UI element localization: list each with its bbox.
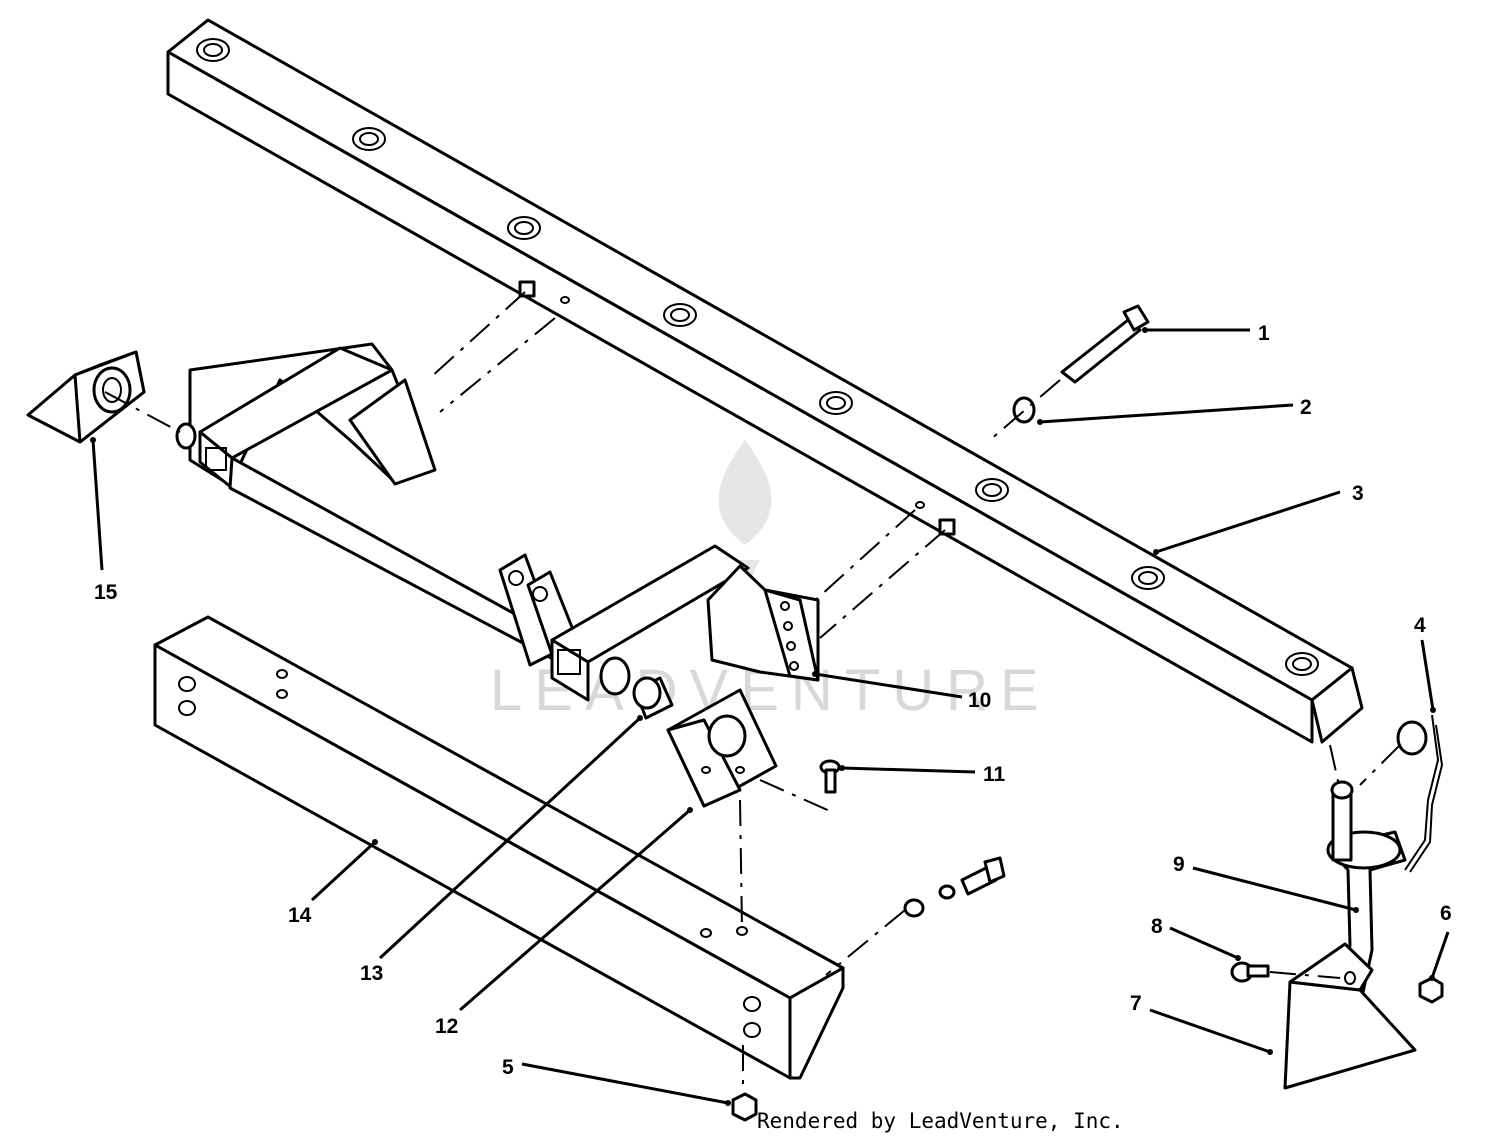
callout-14: 14 <box>288 904 312 927</box>
callout-5: 5 <box>502 1056 514 1079</box>
part-4-pin-with-chain <box>1330 714 1444 873</box>
part-11-bolt <box>819 759 841 794</box>
callout-15: 15 <box>94 581 118 604</box>
rendered-by-credit: Rendered by LeadVenture, Inc. <box>757 1109 1124 1133</box>
bolt-washer-assembly <box>903 856 1006 918</box>
part-14-angle-bar <box>153 615 845 1080</box>
part-15-bushing-plate <box>26 350 146 444</box>
callout-2: 2 <box>1300 396 1312 419</box>
part-3-toolbar <box>166 18 1364 744</box>
part-10-mount-frame <box>175 342 820 702</box>
callout-labels: 1 2 3 4 5 6 7 8 9 10 11 12 13 14 15 <box>94 322 1452 1079</box>
leader-lines <box>90 327 1450 1106</box>
part-1-bolt <box>1060 304 1150 384</box>
part-12-bushing-bracket <box>666 688 778 808</box>
callout-12: 12 <box>435 1015 458 1038</box>
part-7-sweep <box>1283 942 1417 1090</box>
part-8-plow-bolt <box>1230 961 1270 983</box>
callout-6: 6 <box>1440 902 1452 925</box>
callout-4: 4 <box>1414 614 1426 637</box>
callout-10: 10 <box>968 689 991 712</box>
callout-7: 7 <box>1130 992 1142 1015</box>
callout-1: 1 <box>1258 322 1270 345</box>
part-6-nut <box>1418 976 1444 1004</box>
part-2-lock-washer <box>1012 396 1036 424</box>
callout-8: 8 <box>1151 915 1163 938</box>
alignment-lines <box>104 291 1401 1092</box>
part-13-sleeve <box>632 676 674 720</box>
part-5-nut <box>731 1092 758 1122</box>
callout-11: 11 <box>983 763 1006 786</box>
callout-3: 3 <box>1352 482 1364 505</box>
callout-9: 9 <box>1173 853 1185 876</box>
callout-13: 13 <box>360 962 383 985</box>
